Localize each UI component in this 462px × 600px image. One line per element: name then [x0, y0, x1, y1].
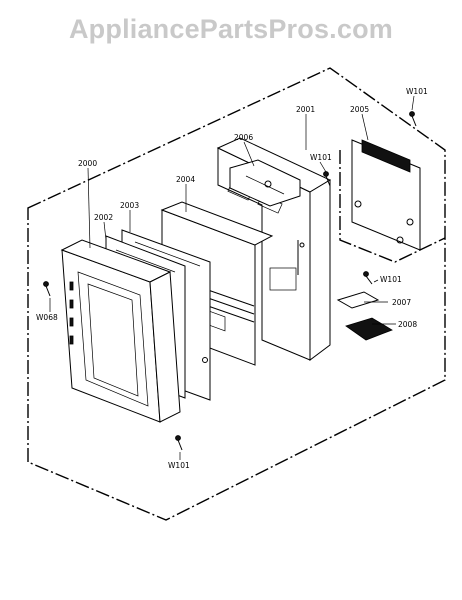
label-2008: 2008 — [398, 320, 417, 329]
screw-w101-top — [409, 111, 417, 127]
part-2008-pad — [345, 317, 393, 341]
label-2002: 2002 — [94, 213, 113, 222]
label-2003: 2003 — [120, 201, 139, 210]
part-2007-sheet — [336, 291, 380, 309]
label-2006: 2006 — [234, 133, 253, 142]
label-w101-bottom: W101 — [168, 461, 190, 470]
label-2007: 2007 — [392, 298, 411, 307]
part-2000-bezel — [60, 239, 181, 423]
label-2004: 2004 — [176, 175, 195, 184]
label-w068: W068 — [36, 313, 58, 322]
label-2000: 2000 — [78, 159, 97, 168]
watermark: AppliancePartsPros.com — [68, 14, 393, 44]
label-w101-top: W101 — [406, 87, 428, 96]
label-w101-mid: W101 — [310, 153, 332, 162]
part-2006-bracket — [229, 159, 301, 207]
label-2001: 2001 — [296, 105, 315, 114]
screw-w068 — [43, 281, 51, 297]
label-w101-right: W101 — [380, 275, 402, 284]
screw-w101-right — [363, 271, 373, 285]
screw-w101-bottom — [175, 435, 183, 451]
part-2005-board — [351, 139, 421, 251]
assembly-boundary — [27, 67, 446, 521]
label-2005: 2005 — [350, 105, 369, 114]
leader-lines — [49, 95, 415, 460]
